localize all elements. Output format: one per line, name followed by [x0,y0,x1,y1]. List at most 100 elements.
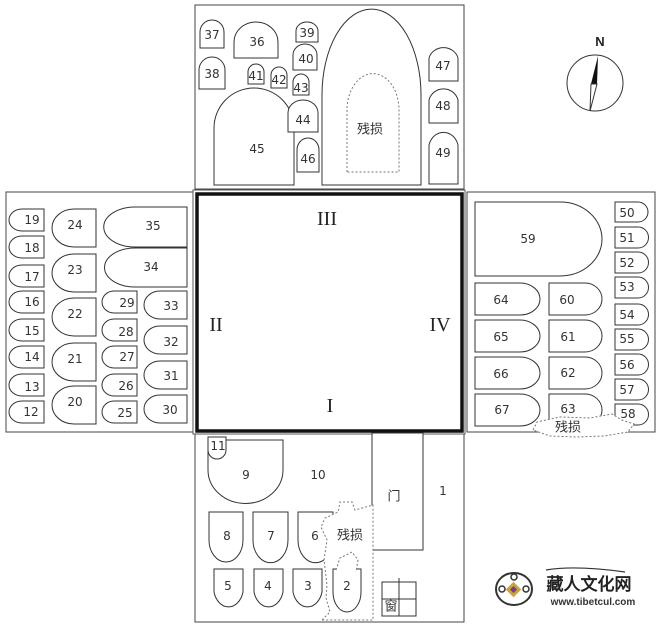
niche-3[interactable] [292,568,323,608]
niche-17[interactable] [8,264,45,288]
niche-50[interactable] [614,201,649,223]
niche-55[interactable] [614,328,649,351]
svg-text:残损: 残损 [337,529,363,544]
svg-text:57: 57 [619,383,634,397]
niche-21[interactable] [51,342,97,382]
niche-38[interactable] [198,56,226,90]
niche-30[interactable] [143,394,188,424]
niche-31[interactable] [143,360,188,390]
svg-text:25: 25 [117,406,132,420]
niche-22[interactable] [51,297,97,337]
niche-58[interactable] [614,403,649,426]
door[interactable] [371,432,424,551]
svg-text:5: 5 [224,579,232,593]
niche-28[interactable] [101,318,138,342]
niche-36[interactable] [233,21,279,59]
niche-65[interactable] [474,319,541,353]
niche-16[interactable] [8,290,45,314]
east-wing-niches: 59 64 65 66 67 60 61 62 63 50 51 52 53 5… [474,201,649,438]
svg-text:9: 9 [242,468,250,482]
niche-41[interactable] [247,63,265,85]
niche-52[interactable] [614,251,649,274]
niche-24[interactable] [51,208,97,248]
niche-49[interactable] [428,131,459,185]
svg-text:39: 39 [299,26,314,40]
niche-26[interactable] [101,373,138,397]
niche-62[interactable] [548,356,603,390]
svg-text:15: 15 [24,324,39,338]
svg-text:41: 41 [248,69,263,83]
niche-33[interactable] [143,290,188,320]
svg-text:30: 30 [162,403,177,417]
niche-23[interactable] [51,253,97,293]
svg-text:19: 19 [24,213,39,227]
niche-8[interactable] [208,511,244,563]
niche-13[interactable] [8,373,45,397]
svg-text:62: 62 [560,366,575,380]
niche-48[interactable] [428,88,459,124]
svg-text:21: 21 [67,352,82,366]
niche-7[interactable] [252,511,289,564]
niche-60[interactable] [548,282,603,316]
niche-25[interactable] [101,400,138,424]
niche-5[interactable] [213,568,244,608]
niche-32[interactable] [143,325,188,355]
svg-text:67: 67 [494,403,509,417]
svg-text:28: 28 [118,325,133,339]
niche-53[interactable] [614,276,649,299]
niche-2[interactable] [332,568,362,613]
svg-text:4: 4 [264,579,272,593]
svg-text:56: 56 [619,358,634,372]
niche-40[interactable] [292,43,318,71]
svg-text:17: 17 [24,270,39,284]
niche-37[interactable] [199,19,225,49]
niche-18[interactable] [8,235,45,259]
niche-15[interactable] [8,318,45,342]
niche-42[interactable] [270,66,288,89]
niche-19[interactable] [8,208,45,232]
svg-text:50: 50 [619,206,634,220]
damaged-area-north [346,73,400,173]
niche-4[interactable] [253,568,284,608]
niche-34[interactable] [104,247,188,288]
niche-39[interactable] [295,21,319,43]
niche-9[interactable] [207,439,284,504]
niche-46[interactable] [296,137,320,173]
niche-44[interactable] [287,99,319,133]
niche-56[interactable] [614,353,649,376]
niche-27[interactable] [101,345,138,369]
svg-text:65: 65 [493,330,508,344]
niche-12[interactable] [8,400,45,424]
niche-57[interactable] [614,378,649,401]
north-wing-niches: 37 38 36 39 40 41 42 43 45 44 46 残损 [198,8,459,186]
section-IV-label: IV [429,314,451,336]
compass-needle-north-icon [591,56,598,84]
niche-66[interactable] [474,356,541,390]
svg-text:8: 8 [223,529,231,543]
svg-text:37: 37 [204,28,219,42]
niche-29[interactable] [101,290,138,314]
area-1-label: 1 [439,484,447,498]
svg-text:2: 2 [343,579,351,593]
svg-text:49: 49 [435,146,450,160]
niche-61[interactable] [548,319,603,353]
svg-text:42: 42 [271,73,286,87]
niche-59[interactable] [474,201,603,277]
svg-text:59: 59 [520,232,535,246]
niche-43[interactable] [292,73,310,96]
niche-47[interactable] [428,47,459,82]
niche-35[interactable] [103,206,188,248]
niche-14[interactable] [8,345,45,369]
niche-64[interactable] [474,282,541,316]
svg-text:34: 34 [143,260,158,274]
niche-54[interactable] [614,303,649,326]
niche-45[interactable] [213,87,295,186]
niche-11[interactable] [207,436,227,460]
svg-text:12: 12 [23,405,38,419]
svg-text:51: 51 [619,231,634,245]
niche-51[interactable] [614,226,649,249]
niche-67[interactable] [474,393,541,427]
svg-text:36: 36 [249,35,264,49]
niche-20[interactable] [51,385,97,425]
svg-text:66: 66 [493,367,508,381]
